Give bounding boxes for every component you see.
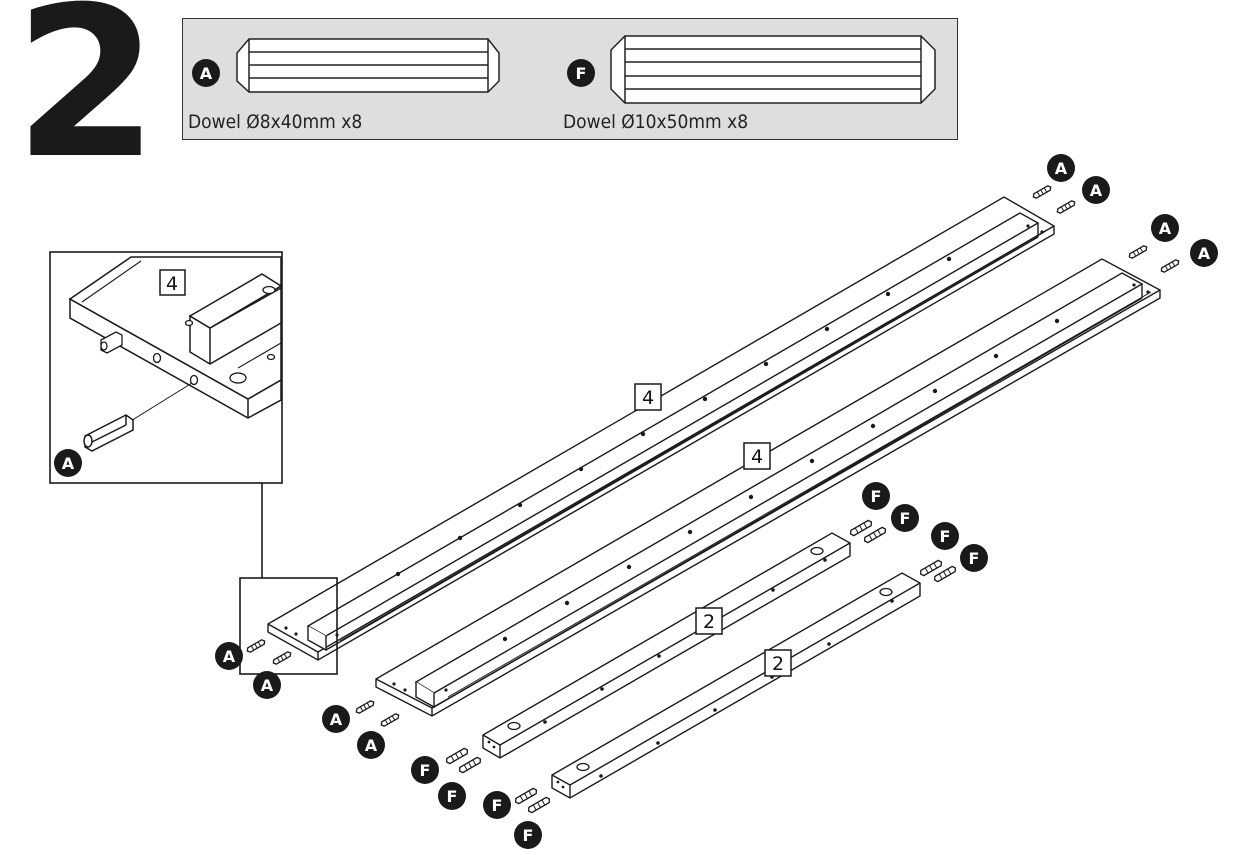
- svg-text:A: A: [62, 454, 75, 473]
- part-f-caption: Dowel Ø10x50mm x8: [563, 111, 749, 133]
- svg-text:F: F: [420, 761, 431, 780]
- svg-text:4: 4: [166, 273, 178, 295]
- svg-text:F: F: [969, 549, 980, 568]
- svg-text:F: F: [492, 796, 503, 815]
- long-rail-2-holes: [392, 283, 1150, 692]
- detail-part-bubble: A: [54, 449, 82, 477]
- part-a-letter: A: [200, 64, 213, 83]
- detail-inset: 4 A: [49, 251, 283, 484]
- parts-list-panel: A F Dowel Ø8x40mm x8 Dowel Ø10x50mm x8: [182, 18, 958, 140]
- short-rail-board-1: [482, 532, 851, 759]
- long-rail-board-1: [267, 196, 1055, 661]
- dowels-a: [245, 184, 1181, 728]
- svg-text:A: A: [1055, 159, 1068, 178]
- svg-text:A: A: [1198, 244, 1211, 263]
- svg-text:A: A: [1159, 219, 1172, 238]
- short-rail-board-2: [551, 572, 921, 799]
- svg-text:A: A: [330, 710, 343, 729]
- svg-text:F: F: [900, 509, 911, 528]
- board-label-short-2: 2: [764, 649, 792, 677]
- detail-callout-frame: [239, 483, 338, 675]
- part-f-bubble: F: [567, 59, 595, 87]
- svg-text:F: F: [523, 826, 534, 845]
- part-a-caption: Dowel Ø8x40mm x8: [188, 111, 363, 133]
- svg-text:A: A: [223, 647, 236, 666]
- short-rail-2-holes: [556, 587, 894, 789]
- svg-text:2: 2: [772, 653, 784, 675]
- part-bubbles-a: A A A A A A A A: [215, 154, 1218, 759]
- svg-text:4: 4: [642, 387, 654, 409]
- long-rail-1-holes: [284, 224, 1044, 637]
- svg-text:4: 4: [751, 446, 763, 468]
- short-rail-1-holes: [487, 546, 827, 749]
- step-number: 2: [14, 0, 159, 205]
- svg-text:F: F: [447, 787, 458, 806]
- board-label-long-1: 4: [634, 383, 662, 411]
- parts-illustrations: A F: [192, 35, 936, 104]
- dowel-a-icon: [236, 38, 500, 93]
- board-label-long-2: 4: [743, 442, 771, 470]
- detail-board-label: 4: [159, 269, 186, 296]
- part-a-bubble: A: [192, 59, 220, 87]
- board-label-short-1: 2: [695, 607, 723, 635]
- svg-text:A: A: [1090, 181, 1103, 200]
- long-rail-board-2: [375, 258, 1161, 717]
- svg-text:2: 2: [703, 611, 715, 633]
- part-bubbles-f: F F F F F F F F: [411, 482, 988, 849]
- svg-text:F: F: [940, 527, 951, 546]
- svg-text:F: F: [871, 487, 882, 506]
- part-f-letter: F: [576, 64, 587, 83]
- svg-text:A: A: [365, 736, 378, 755]
- dowel-f-icon: [610, 35, 936, 104]
- dowels-f: [444, 518, 958, 815]
- svg-text:A: A: [261, 676, 274, 695]
